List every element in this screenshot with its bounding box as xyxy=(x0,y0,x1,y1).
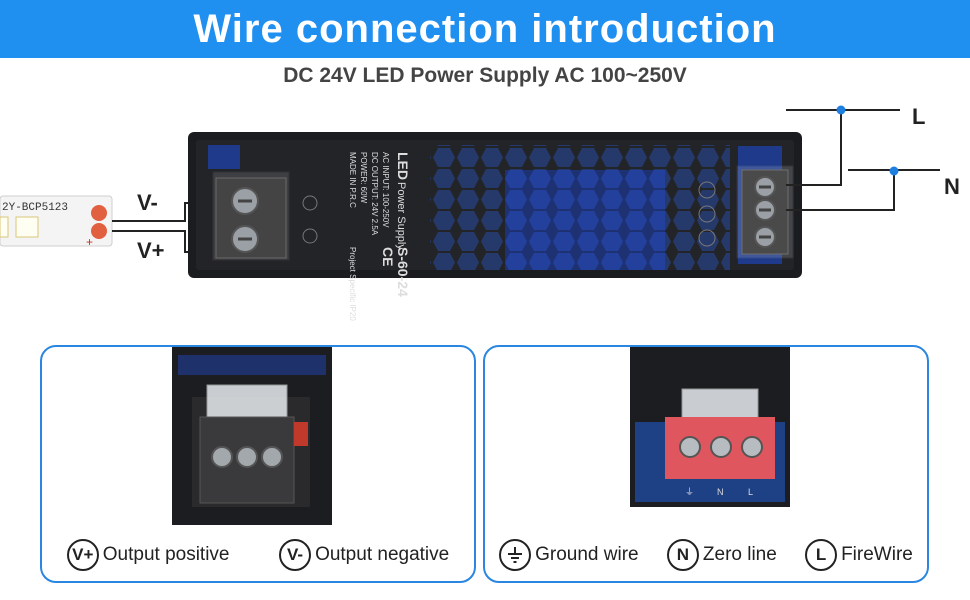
legend-label: FireWire xyxy=(841,544,913,565)
psu-brand: LED xyxy=(395,152,411,180)
legend-label: Ground wire xyxy=(535,544,639,565)
legend-label: Output positive xyxy=(102,544,230,565)
page-subtitle: DC 24V LED Power Supply AC 100~250V xyxy=(283,64,687,87)
terminal-mark-ground: ⏚ xyxy=(685,487,694,497)
psu-ac-input: AC INPUT: 100-250V xyxy=(381,152,390,228)
legend-output-negative: V- Output negative xyxy=(279,539,449,571)
psu-made-in: MADE IN P.R.C xyxy=(348,152,357,208)
svg-text:+: + xyxy=(86,235,93,249)
input-terminal-card: ⏚ N L Ground wire N Zero line L FireWire xyxy=(483,345,929,583)
label-n: N xyxy=(944,174,960,199)
l-symbol-icon: L xyxy=(805,539,838,571)
output-terminal-photo xyxy=(172,347,332,525)
legend-ground-wire: Ground wire xyxy=(499,539,639,571)
power-supply-unit xyxy=(188,132,802,278)
n-symbol-icon: N xyxy=(666,539,699,571)
label-l: L xyxy=(912,104,926,129)
legend-label: Zero line xyxy=(702,544,777,565)
ground-symbol-icon xyxy=(499,539,532,571)
led-strip-print: 2Y-BCP5123 xyxy=(2,202,68,214)
output-terminal-card: V+ Output positive V- Output negative xyxy=(40,345,476,583)
label-v-minus: V- xyxy=(137,190,158,215)
input-terminal-photo: ⏚ N L xyxy=(630,347,790,507)
legend-firewire: L FireWire xyxy=(805,539,913,571)
psu-project: Project Specific IP20 xyxy=(348,247,357,321)
psu-power: POWER: 60W xyxy=(359,152,368,204)
legend-zero-line: N Zero line xyxy=(666,539,777,571)
led-strip: 2Y-BCP5123 + xyxy=(0,195,113,249)
psu-product: Power Supply xyxy=(395,182,407,250)
v-minus-symbol-icon: V- xyxy=(279,539,312,571)
terminal-mark-n: N xyxy=(717,487,724,497)
junction-dot-n xyxy=(889,166,899,176)
psu-model: S-60-24 xyxy=(395,247,411,297)
legend-label: Output negative xyxy=(315,544,450,565)
terminal-mark-l: L xyxy=(748,487,753,497)
page-title: Wire connection introduction xyxy=(193,6,777,51)
v-plus-symbol-icon: V+ xyxy=(66,539,99,571)
psu-label: LED Power Supply S-60-24 AC INPUT: 100-2… xyxy=(348,152,411,321)
legend-output-positive: V+ Output positive xyxy=(66,539,230,571)
psu-dc-output: DC OUTPUT: 24V 2.5A xyxy=(370,152,379,236)
psu-ce-mark: CE xyxy=(380,247,396,266)
junction-dot-l xyxy=(836,105,846,115)
label-v-plus: V+ xyxy=(137,238,165,263)
title-banner: Wire connection introduction xyxy=(0,0,970,58)
